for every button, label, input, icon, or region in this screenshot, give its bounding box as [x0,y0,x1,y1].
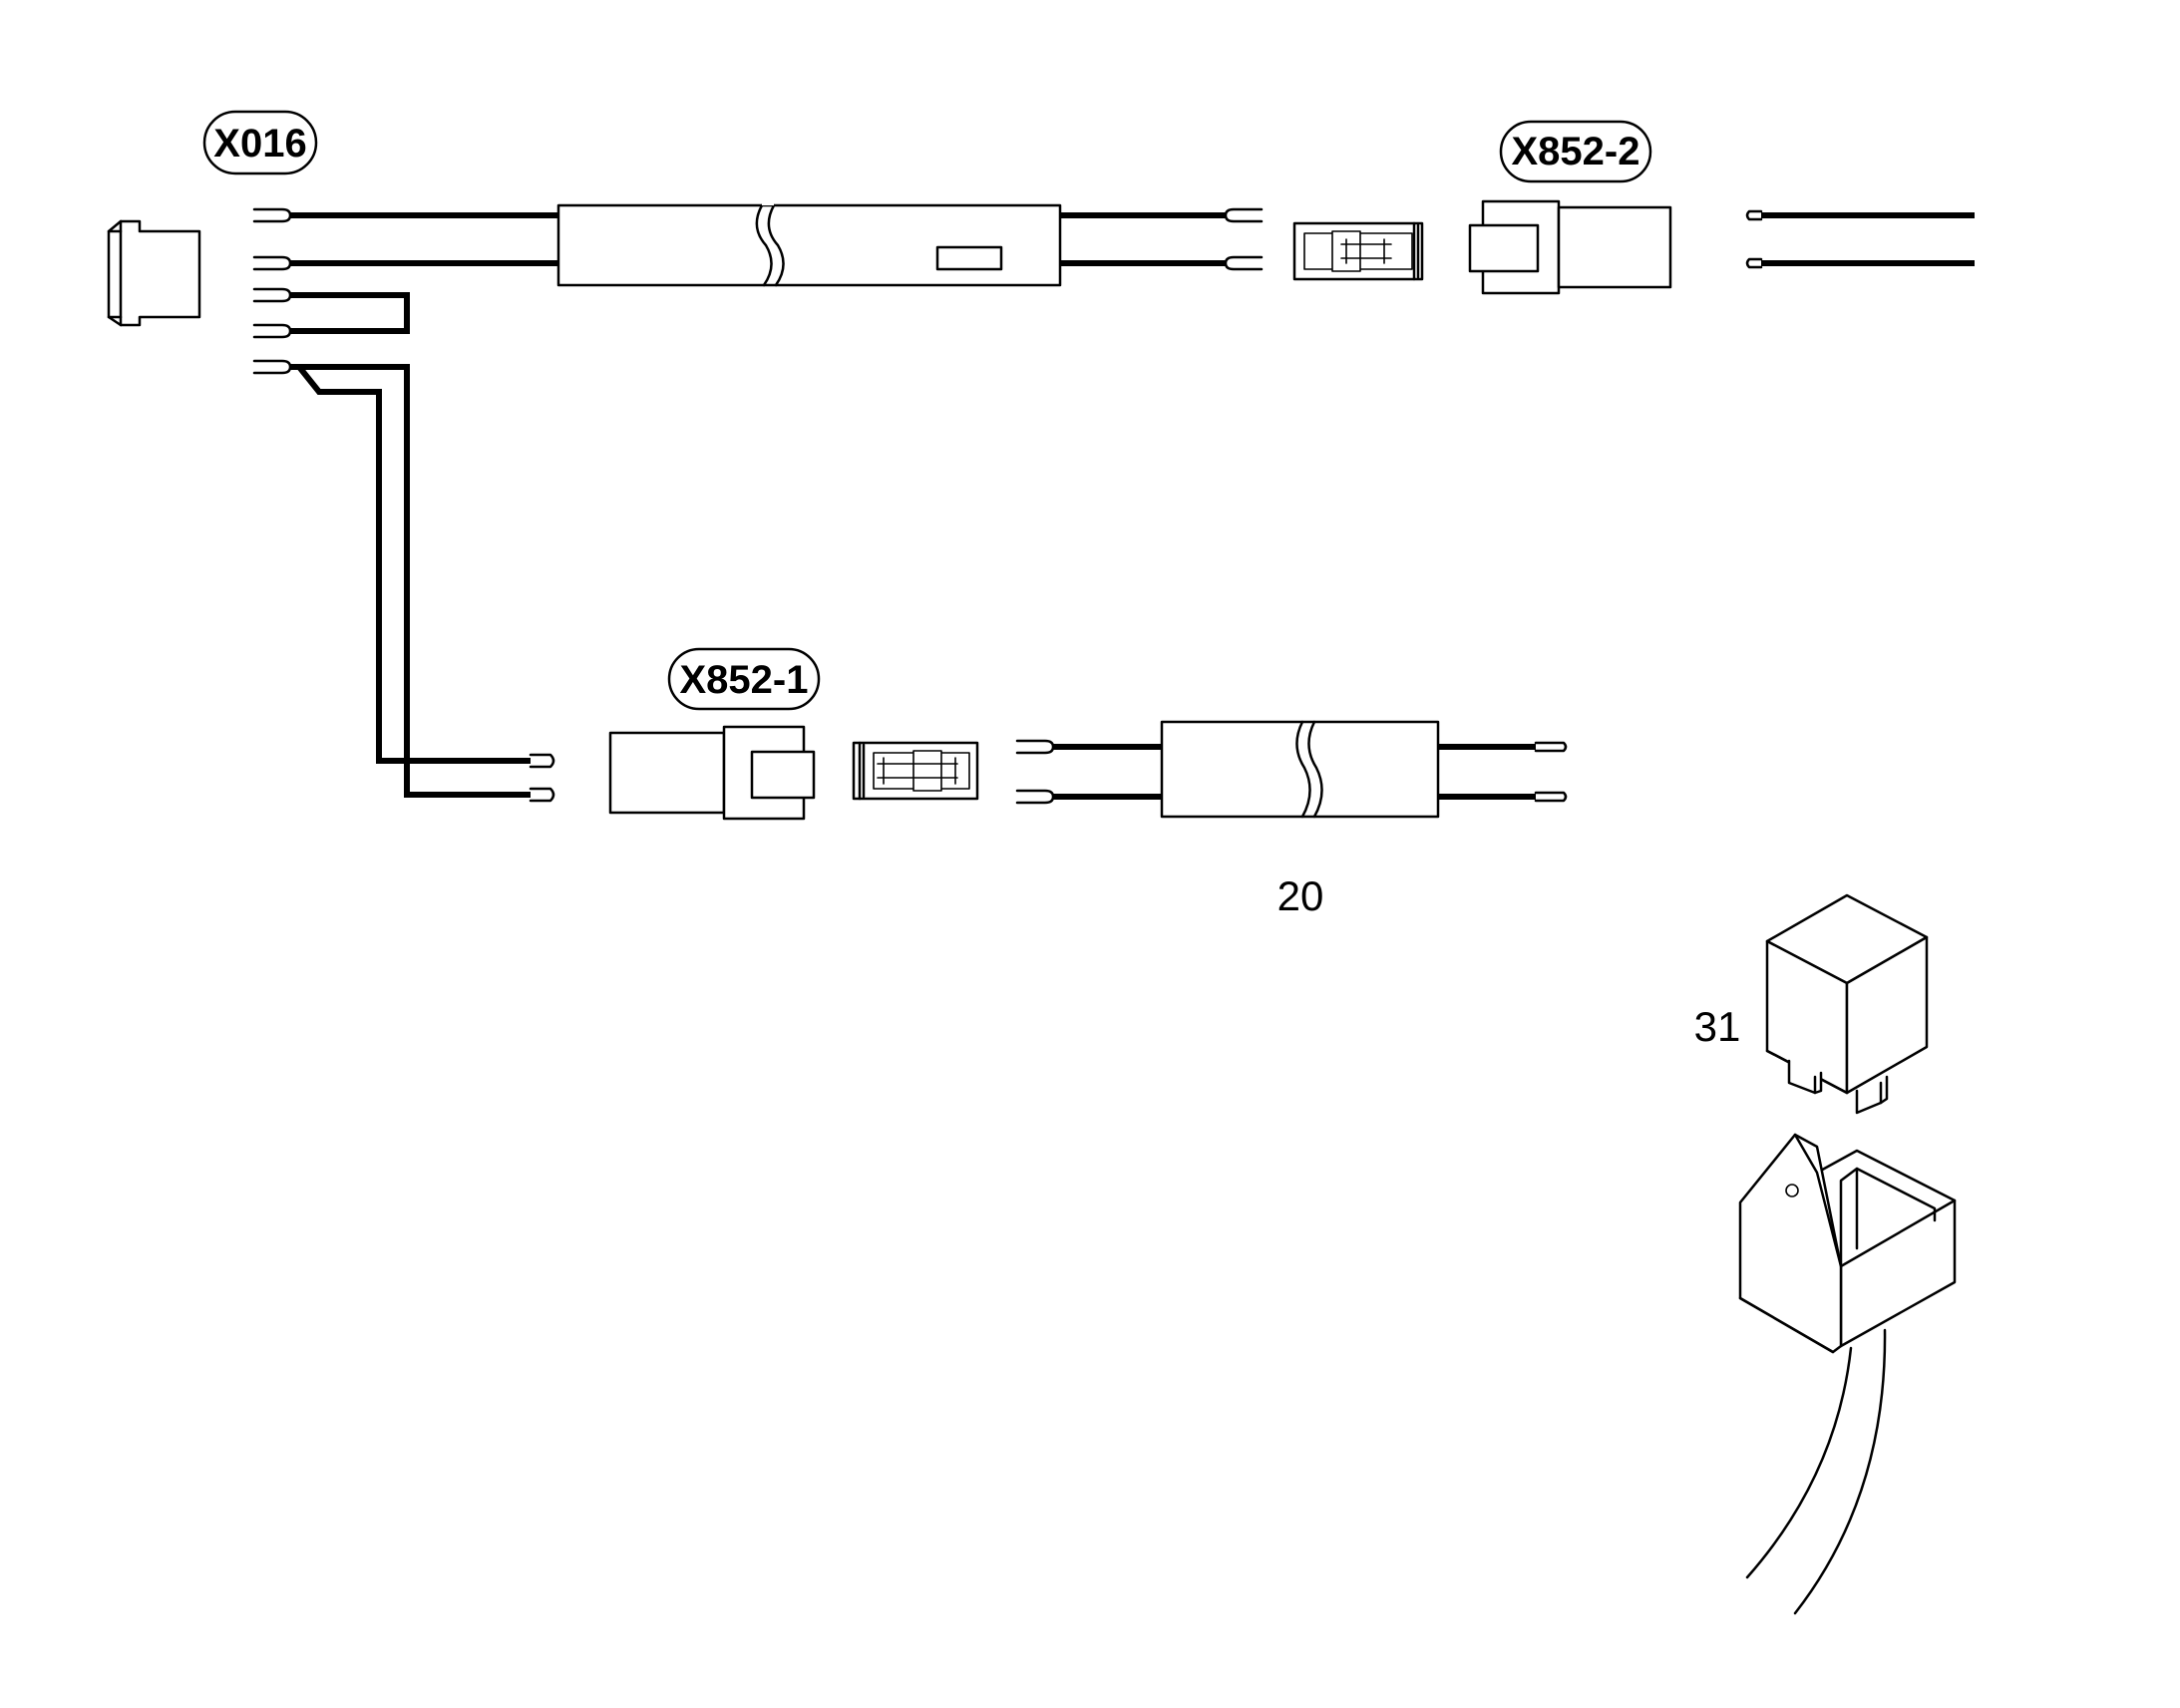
sleeve-label-tag [935,245,1003,271]
part-number-31: 31 [1694,1003,1741,1050]
relay [1765,893,1929,1115]
x852-1-connector [608,725,816,821]
top-harness-wires [290,212,1227,798]
x852-1-pins [529,753,555,803]
callout-x852-2: X852-2 [1499,120,1652,183]
x852-2-pins [1745,209,1975,269]
callout-x016: X016 [202,110,318,175]
lower-harness-right-pins [1534,741,1568,803]
x016-connector-housing [107,219,201,327]
callout-x852-2-label: X852-2 [1512,130,1640,173]
relay-socket [1738,1133,1957,1615]
lower-harness-left-forks [1015,739,1055,805]
lower-harness-sleeve [1160,720,1440,819]
part-number-20: 20 [1277,872,1324,919]
callout-x016-label: X016 [213,122,306,166]
x016-fork-terminals [252,207,292,375]
socket-hole [1785,1184,1799,1197]
lower-terminal-housing [852,741,979,801]
top-terminal-housing [1292,221,1424,281]
x852-2-connector [1468,199,1672,295]
lower-harness-wires [1053,744,1536,800]
callout-x852-1: X852-1 [667,647,821,711]
callout-x852-1-label: X852-1 [680,658,809,702]
top-harness-sleeve [556,202,1062,287]
top-harness-right-forks [1224,207,1264,271]
